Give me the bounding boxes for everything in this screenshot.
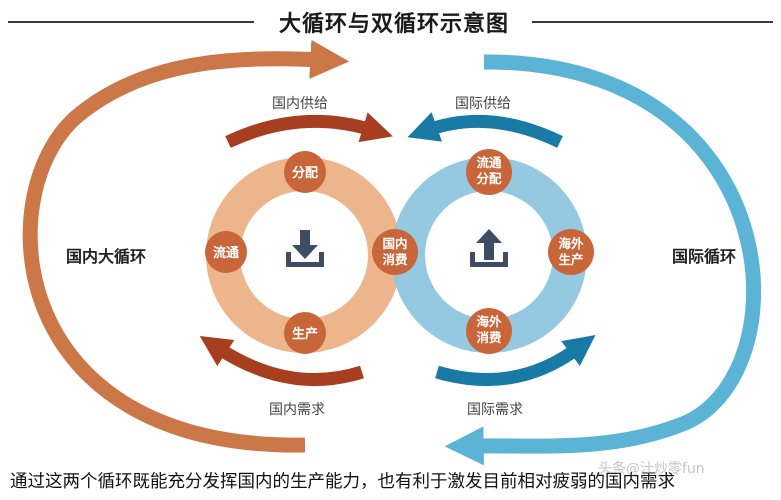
domestic-demand-arrow bbox=[199, 336, 364, 387]
node-domestic-consumption-line2: 消费 bbox=[382, 252, 408, 267]
node-intl-circulation-line1: 流通 bbox=[476, 155, 502, 170]
node-overseas-production-line2: 生产 bbox=[558, 252, 583, 267]
watermark: 头条@汁炒零fun bbox=[598, 461, 705, 477]
node-distribution: 分配 bbox=[284, 151, 326, 193]
node-circulation-label: 流通 bbox=[213, 245, 239, 261]
download-icon bbox=[286, 230, 324, 267]
label-international-demand: 国际需求 bbox=[467, 402, 523, 418]
title-rule-left bbox=[8, 21, 254, 23]
label-domestic-cycle: 国内大循环 bbox=[66, 247, 146, 266]
title-row: 大循环与双循环示意图 bbox=[0, 4, 781, 38]
node-intl-circulation-distribution: 流通 分配 bbox=[466, 149, 512, 195]
node-overseas-consumption: 海外 消费 bbox=[466, 308, 512, 354]
label-international-supply: 国际供给 bbox=[455, 96, 511, 112]
label-domestic-demand: 国内需求 bbox=[269, 402, 325, 418]
node-overseas-consumption-line1: 海外 bbox=[476, 314, 502, 329]
node-overseas-production: 海外 生产 bbox=[548, 229, 594, 275]
node-circulation: 流通 bbox=[205, 231, 247, 273]
node-intl-circulation-line2: 分配 bbox=[476, 171, 502, 186]
node-domestic-consumption: 国内 消费 bbox=[372, 229, 418, 275]
diagram-title: 大循环与双循环示意图 bbox=[278, 12, 509, 37]
node-overseas-consumption-line2: 消费 bbox=[476, 330, 502, 345]
international-demand-arrow bbox=[435, 334, 596, 387]
international-supply-arrow bbox=[407, 112, 563, 148]
caption: 通过这两个循环既能充分发挥国内的生产能力，也有利于激发目前相对疲弱的国内需求 bbox=[10, 472, 675, 492]
domestic-supply-arrow bbox=[225, 112, 393, 148]
label-domestic-supply: 国内供给 bbox=[272, 96, 328, 112]
international-cycle-arc bbox=[444, 54, 761, 466]
label-international-cycle: 国际循环 bbox=[672, 247, 736, 266]
node-production-label: 生产 bbox=[292, 326, 318, 342]
title-rule-right bbox=[532, 21, 773, 23]
upload-icon bbox=[470, 229, 508, 267]
node-distribution-label: 分配 bbox=[292, 165, 318, 181]
node-production: 生产 bbox=[284, 312, 326, 354]
node-overseas-production-line1: 海外 bbox=[558, 236, 584, 251]
node-domestic-consumption-line1: 国内 bbox=[382, 236, 407, 251]
domestic-cycle-arc bbox=[22, 39, 350, 453]
